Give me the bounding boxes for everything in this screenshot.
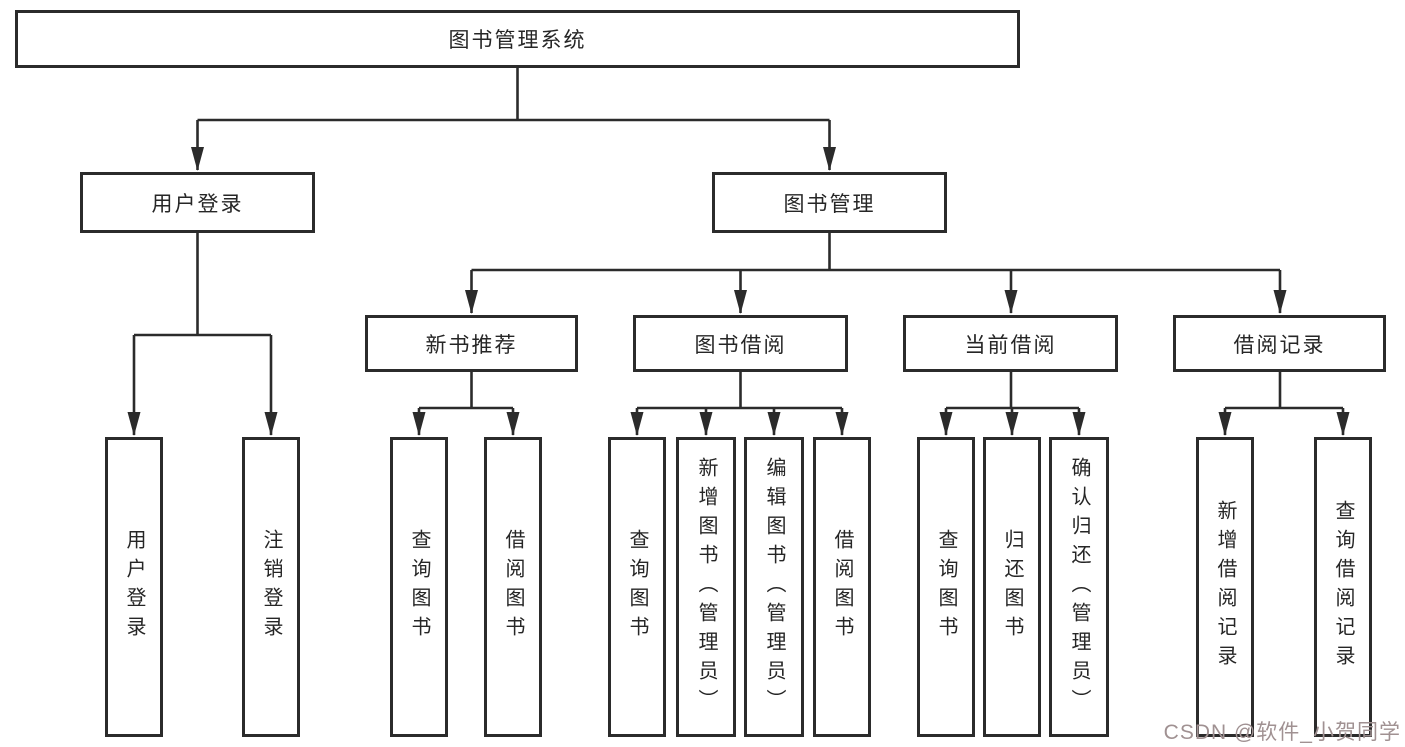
edge-new-book-recommend-children (412, 372, 520, 436)
leaf-confirm-return-admin: 确认归还（管理员） (1049, 437, 1109, 737)
node-current-borrowing-label: 当前借阅 (964, 333, 1057, 357)
leaf-query-books-recommend: 查询图书 (390, 437, 448, 737)
node-borrowing-records: 借阅记录 (1173, 315, 1386, 372)
node-borrowing-records-label: 借阅记录 (1233, 333, 1326, 357)
leaf-query-books-borrowing-label: 查询图书 (626, 529, 648, 645)
edge-book-borrowing-children (630, 372, 849, 436)
leaf-edit-books-admin: 编辑图书（管理员） (744, 437, 804, 737)
leaf-add-books-admin: 新增图书（管理员） (676, 437, 736, 737)
leaf-query-books-borrowing: 查询图书 (608, 437, 666, 737)
node-new-book-recommend-label: 新书推荐 (425, 333, 518, 357)
edge-user-login-children (127, 233, 278, 436)
leaf-query-books-recommend-label: 查询图书 (408, 529, 430, 645)
leaf-borrow-books-recommend-label: 借阅图书 (502, 529, 524, 645)
edge-borrowing-records-children (1218, 372, 1350, 436)
node-book-borrowing-label: 图书借阅 (694, 333, 787, 357)
node-user-login: 用户登录 (80, 172, 315, 233)
leaf-logout-label: 注销登录 (260, 529, 282, 645)
edge-root-to-level2 (191, 68, 836, 171)
leaf-logout: 注销登录 (242, 437, 300, 737)
leaf-add-books-admin-label: 新增图书（管理员） (695, 456, 717, 718)
node-book-borrowing: 图书借阅 (633, 315, 848, 372)
leaf-query-borrow-record: 查询借阅记录 (1314, 437, 1372, 737)
node-root-label: 图书管理系统 (448, 29, 587, 52)
edge-book-management-groups (465, 233, 1287, 314)
leaf-borrow-books-borrowing: 借阅图书 (813, 437, 871, 737)
node-current-borrowing: 当前借阅 (903, 315, 1118, 372)
leaf-user-login: 用户登录 (105, 437, 163, 737)
leaf-user-login-label: 用户登录 (123, 529, 145, 645)
leaf-add-borrow-record: 新增借阅记录 (1196, 437, 1254, 737)
leaf-query-borrow-record-label: 查询借阅记录 (1332, 500, 1354, 674)
leaf-add-borrow-record-label: 新增借阅记录 (1214, 500, 1236, 674)
leaf-confirm-return-admin-label: 确认归还（管理员） (1068, 456, 1090, 718)
leaf-edit-books-admin-label: 编辑图书（管理员） (763, 456, 785, 718)
leaf-query-books-current: 查询图书 (917, 437, 975, 737)
node-new-book-recommend: 新书推荐 (365, 315, 578, 372)
leaf-query-books-current-label: 查询图书 (935, 529, 957, 645)
edge-current-borrowing-children (939, 372, 1086, 436)
leaf-return-books-label: 归还图书 (1001, 529, 1023, 645)
node-book-management-label: 图书管理 (783, 192, 876, 216)
watermark: CSDN @软件_小贺同学 (1163, 721, 1401, 744)
node-book-management: 图书管理 (712, 172, 947, 233)
leaf-borrow-books-recommend: 借阅图书 (484, 437, 542, 737)
node-user-login-label: 用户登录 (151, 192, 244, 216)
leaf-return-books: 归还图书 (983, 437, 1041, 737)
leaf-borrow-books-borrowing-label: 借阅图书 (831, 529, 853, 645)
node-root: 图书管理系统 (15, 10, 1020, 68)
